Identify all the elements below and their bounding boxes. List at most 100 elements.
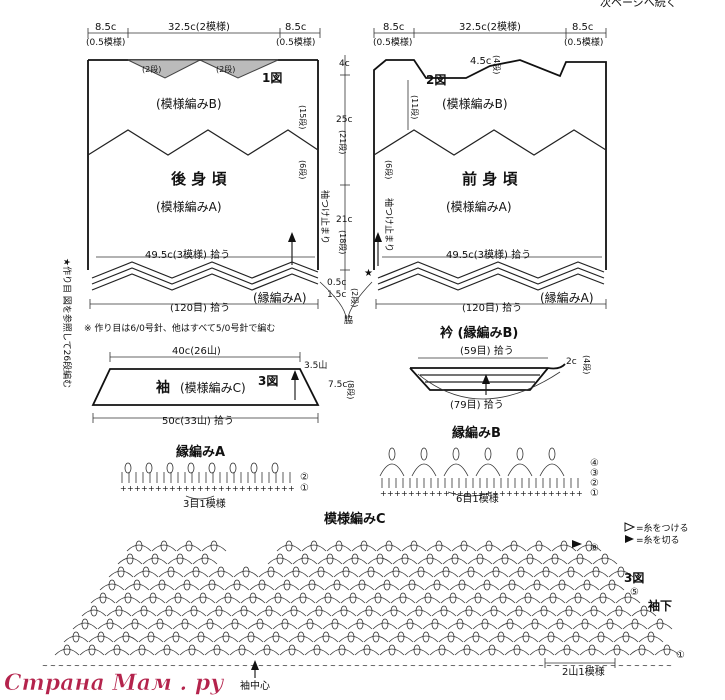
chain-arch: [347, 622, 373, 630]
shell-stitch: [349, 592, 357, 604]
chain-arch: [301, 544, 327, 552]
collar-title: 衿 (縁編みB): [440, 325, 518, 341]
shell-stitch: [388, 644, 396, 656]
shell-stitch: [542, 566, 550, 578]
foundation-chain: ~: [282, 662, 288, 670]
chain-stitch: +: [520, 489, 527, 498]
shell-stitch: [338, 644, 346, 656]
chain-arch: [254, 648, 280, 656]
front-pick-up: 49.5c(3模様) 拾う: [446, 248, 531, 261]
shell-stitch: [81, 618, 89, 630]
chain-arch: [313, 635, 339, 643]
shell-stitch: [290, 605, 298, 617]
chain-arch: [292, 557, 318, 565]
back-pick-up: 49.5c(3模様) 拾う: [145, 248, 230, 261]
foundation-chain: ~: [146, 662, 152, 670]
shell-stitch: [549, 592, 557, 604]
chain-arch: [608, 570, 634, 578]
chain-arch: [222, 622, 248, 630]
shell-stitch: [133, 579, 141, 591]
chain-arch: [81, 609, 107, 617]
chain-arch: [163, 635, 189, 643]
shell-stitch: [640, 605, 648, 617]
picot-stitch: [187, 462, 195, 474]
shell-stitch: [167, 566, 175, 578]
shell-stitch: [90, 605, 98, 617]
chain-arch: [215, 596, 241, 604]
shell-stitch: [624, 592, 632, 604]
chain-arch: [324, 583, 350, 591]
pattern-c-fig-label: 3図: [624, 571, 644, 585]
shell-stitch: [326, 553, 334, 565]
shell-stitch: [97, 631, 105, 643]
shell-stitch: [192, 566, 200, 578]
cut-yarn-marker: [572, 540, 582, 548]
sleeve-pattern: (模様編みC): [180, 380, 246, 395]
chain-arch: [442, 557, 468, 565]
edging-b-chart: 縁編みB +++++++++++++++++++++++++++++ 6目1模様…: [379, 425, 599, 505]
shell-stitch: [197, 631, 205, 643]
shell-stitch: [474, 592, 482, 604]
shell-stitch: [222, 631, 230, 643]
foundation-chain: ~: [330, 662, 336, 670]
chain-arch: [365, 596, 391, 604]
shell-stitch: [149, 592, 157, 604]
shell-stitch: [122, 631, 130, 643]
shell-stitch: [565, 605, 573, 617]
edging-a-repeat: 3目1模様: [183, 497, 226, 510]
front-dim-right: 8.5c: [572, 22, 593, 33]
shell-stitch: [399, 592, 407, 604]
shell-stitch: [547, 631, 555, 643]
picot-stitch: [250, 462, 258, 474]
shell-stitch: [551, 553, 559, 565]
back-dim-left-sub: (0.5模様): [86, 36, 125, 48]
chain-arch: [54, 648, 80, 656]
chain-arch: [88, 635, 114, 643]
foundation-chain: ~: [618, 662, 624, 670]
shell-stitch: [374, 592, 382, 604]
foundation-chain: ~: [186, 662, 192, 670]
chain-arch: [588, 635, 614, 643]
chain-arch: [338, 635, 364, 643]
pattern-c-stitches: ~~~~~~~~~~~~~~~~~~~~~~~~~~~~~~~~~~~~~~~~…: [42, 540, 680, 670]
chain-arch: [399, 583, 425, 591]
back-dim-mid: 32.5c(2模様): [168, 20, 230, 33]
sleeve-height: 7.5c: [328, 380, 347, 390]
chain-arch: [554, 648, 580, 656]
shell-stitch: [499, 592, 507, 604]
sleeve-height-rows: (8段): [346, 380, 356, 399]
chain-arch: [97, 622, 123, 630]
shell-stitch: [217, 566, 225, 578]
foundation-chain: ~: [178, 662, 184, 670]
chain-stitch: +: [401, 489, 408, 498]
chain-arch: [263, 635, 289, 643]
chain-stitch: +: [190, 484, 197, 493]
chain-arch: [647, 622, 673, 630]
chain-stitch: +: [183, 484, 190, 493]
foundation-chain: ~: [546, 662, 552, 670]
shell-stitch: [142, 566, 150, 578]
chain-arch: [629, 648, 655, 656]
foundation-chain: ~: [322, 662, 328, 670]
foundation-chain: ~: [66, 662, 72, 670]
front-pattern-a: (模様編みA): [446, 199, 512, 214]
chain-arch: [197, 622, 223, 630]
chain-arch: [506, 609, 532, 617]
foundation-chain: ~: [666, 662, 672, 670]
shell-stitch: [342, 566, 350, 578]
chain-stitch: +: [478, 489, 485, 498]
shell-stitch: [335, 540, 343, 552]
chain-arch: [606, 609, 632, 617]
foundation-chain: ~: [482, 662, 488, 670]
shell-stitch: [585, 540, 593, 552]
chain-arch: [417, 557, 443, 565]
chain-arch: [372, 622, 398, 630]
foundation-chain: ~: [370, 662, 376, 670]
picot-stitch: [548, 447, 556, 461]
foundation-chain: ~: [458, 662, 464, 670]
back-edging: (縁編みA): [253, 290, 307, 305]
chain-arch: [592, 557, 618, 565]
chain-arch: [529, 648, 555, 656]
chain-arch: [183, 570, 209, 578]
